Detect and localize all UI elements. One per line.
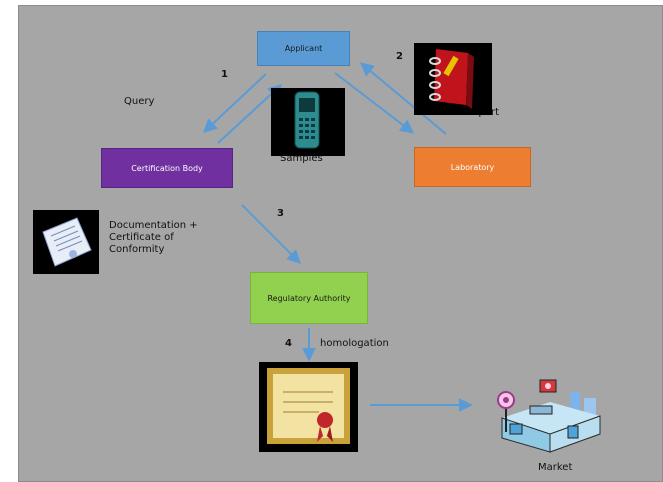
samples-label: Samples (280, 153, 323, 164)
step-3-label: 3 (277, 208, 284, 219)
arrow-lab-to-applicant (359, 62, 447, 135)
market-store-icon (484, 368, 610, 454)
certification-body-box: Certification Body (101, 148, 233, 188)
regulatory-authority-box: Regulatory Authority (250, 272, 368, 324)
certificate-icon (259, 362, 358, 452)
step-2-label: 2 (396, 51, 403, 62)
query-label: Query (124, 96, 155, 107)
arrow-cert-to-regulatory (241, 204, 301, 264)
phone-sample-icon (271, 88, 345, 156)
market-label: Market (538, 462, 573, 473)
documentation-label: Documentation + Certificate of Conformit… (109, 220, 198, 255)
arrow-applicant-to-cert (202, 73, 267, 133)
applicant-box: Applicant (257, 31, 350, 66)
homologation-label: homologation (320, 338, 389, 349)
laboratory-box: Laboratory (414, 147, 531, 187)
document-icon (33, 210, 99, 274)
step-1-label: 1 (221, 69, 228, 80)
arrow-applicant-to-lab (334, 72, 415, 134)
arrow-cert-to-applicant (217, 84, 283, 144)
report-book-icon (414, 43, 492, 115)
step-4-label: 4 (285, 338, 292, 349)
